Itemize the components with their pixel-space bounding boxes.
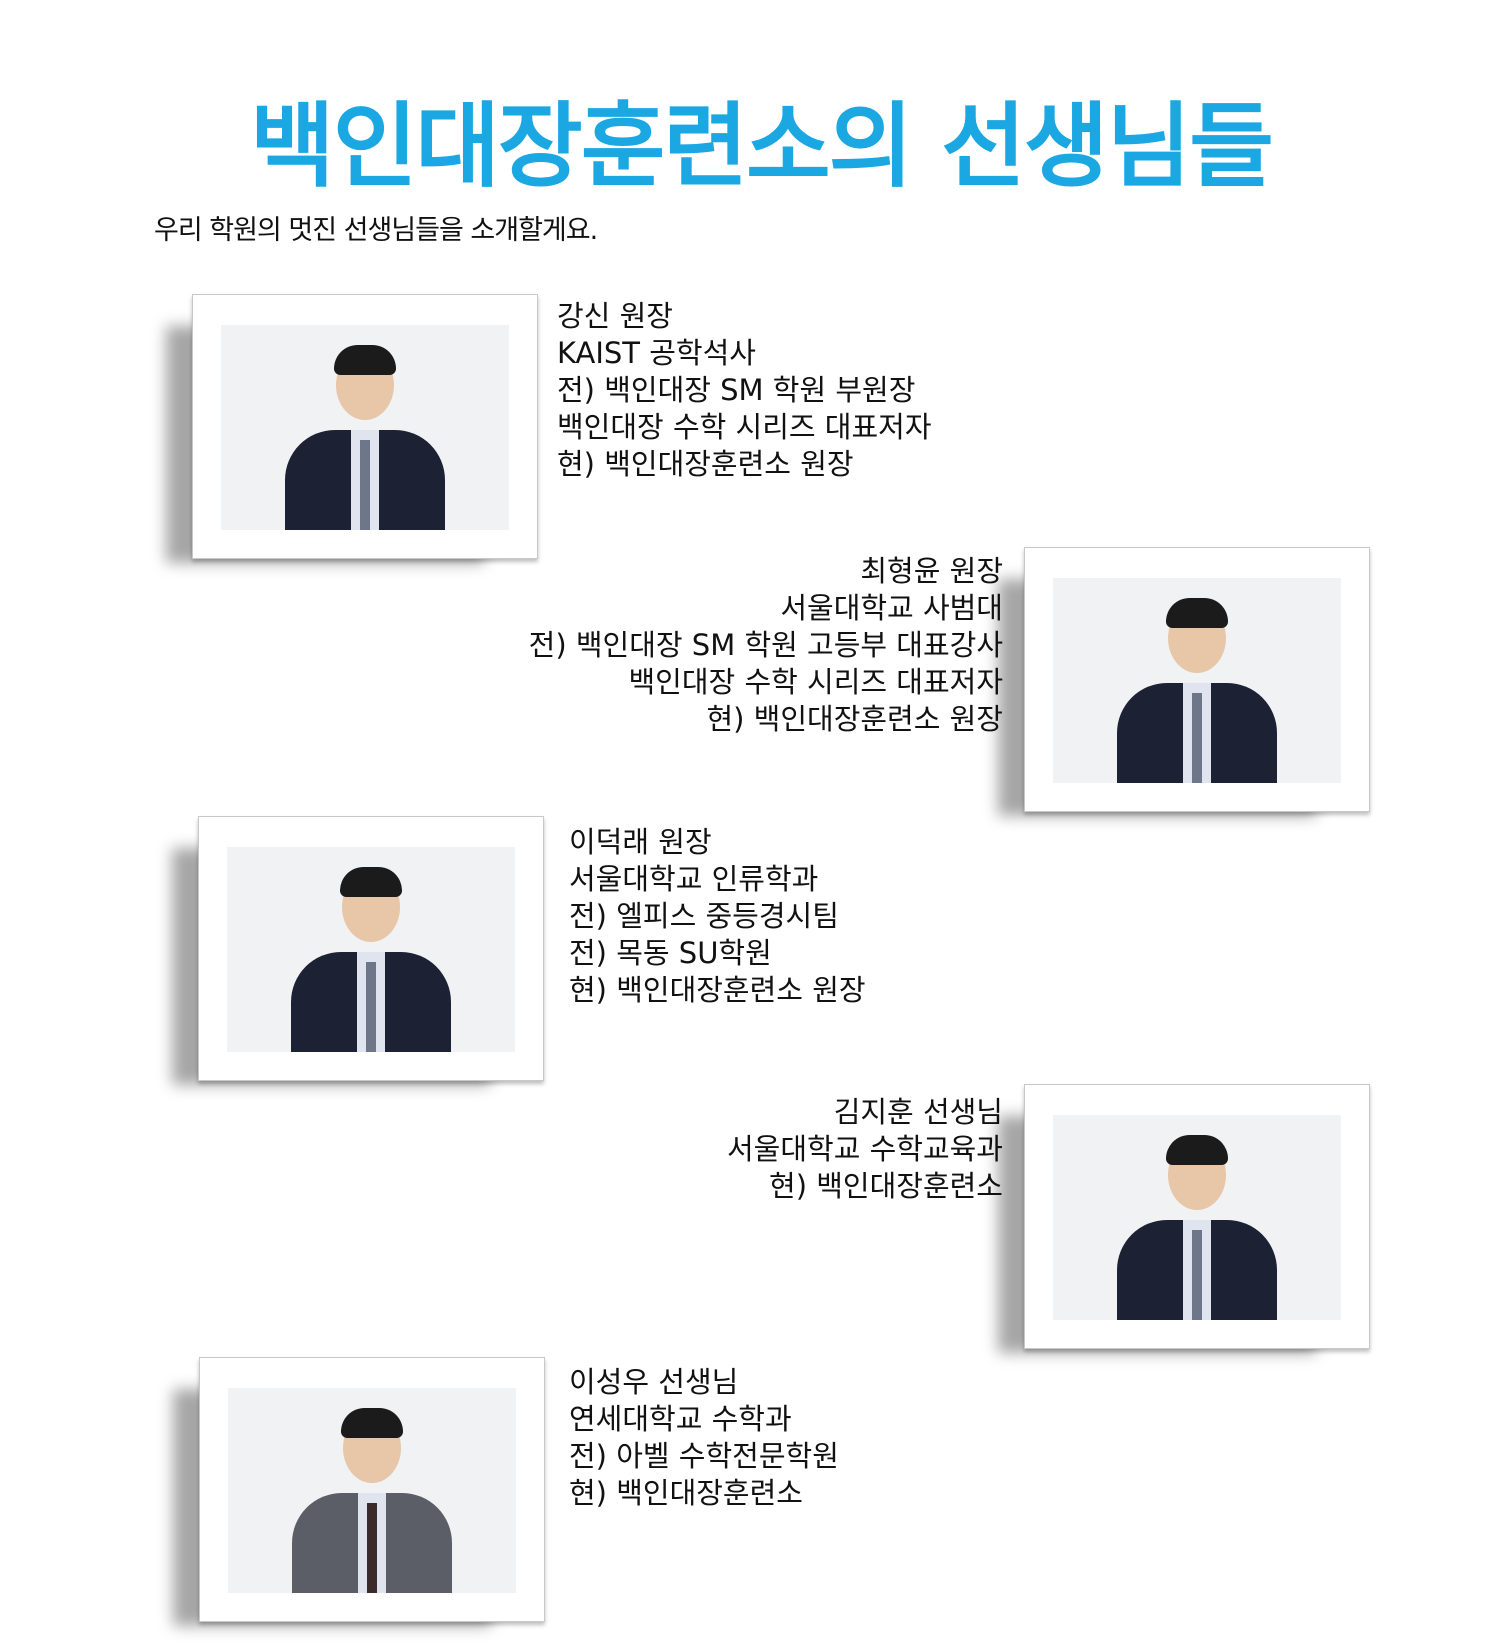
teacher-name: 김지훈 선생님 [833,1095,1003,1129]
teacher-name: 이덕래 원장 [569,825,712,859]
teacher-name: 강신 원장 [557,299,673,333]
teacher-line: 전) 백인대장 SM 학원 고등부 대표강사 [528,628,1003,662]
teacher-info: 강신 원장 KAIST 공학석사 전) 백인대장 SM 학원 부원장 백인대장 … [557,298,932,483]
teacher-line: 현) 백인대장훈련소 원장 [569,973,866,1007]
teacher-photo-frame [1024,547,1370,812]
teacher-line: 전) 백인대장 SM 학원 부원장 [557,373,916,407]
teacher-line: 서울대학교 사범대 [780,591,1003,625]
teacher-line: 현) 백인대장훈련소 원장 [557,447,854,481]
teacher-name: 이성우 선생님 [569,1365,739,1399]
teacher-photo-frame [199,1357,545,1622]
teacher-line: 전) 아벨 수학전문학원 [569,1439,839,1473]
teacher-info: 이덕래 원장 서울대학교 인류학과 전) 엘피스 중등경시팀 전) 목동 SU학… [569,824,866,1009]
teacher-photo [227,847,515,1052]
teacher-line: 전) 엘피스 중등경시팀 [569,899,839,933]
teacher-photo [221,325,509,530]
teacher-photo-frame [192,294,538,559]
teacher-line: 서울대학교 수학교육과 [726,1132,1003,1166]
teacher-info: 김지훈 선생님 서울대학교 수학교육과 현) 백인대장훈련소 [727,1094,1003,1205]
page-subtitle: 우리 학원의 멋진 선생님들을 소개할게요. [154,215,598,246]
teacher-photo [228,1388,516,1593]
teacher-photo-frame [198,816,544,1081]
teacher-photo-frame [1024,1084,1370,1349]
teacher-line: 전) 목동 SU학원 [569,936,772,970]
teacher-info: 이성우 선생님 연세대학교 수학과 전) 아벨 수학전문학원 현) 백인대장훈련… [569,1364,839,1512]
teacher-line: KAIST 공학석사 [557,336,756,370]
page-title: 백인대장훈련소의 선생님들 [250,93,1274,200]
teacher-photo [1053,1115,1341,1320]
teacher-name: 최형윤 원장 [860,554,1003,588]
teacher-line: 현) 백인대장훈련소 원장 [706,702,1003,736]
teacher-line: 연세대학교 수학과 [569,1402,792,1436]
teacher-line: 현) 백인대장훈련소 [569,1476,803,1510]
teacher-line: 백인대장 수학 시리즈 대표저자 [557,410,932,444]
teacher-line: 백인대장 수학 시리즈 대표저자 [628,665,1004,699]
teacher-line: 서울대학교 인류학과 [569,862,819,896]
teacher-line: 현) 백인대장훈련소 [769,1169,1003,1203]
teacher-info: 최형윤 원장 서울대학교 사범대 전) 백인대장 SM 학원 고등부 대표강사 … [529,553,1003,738]
teacher-photo [1053,578,1341,783]
